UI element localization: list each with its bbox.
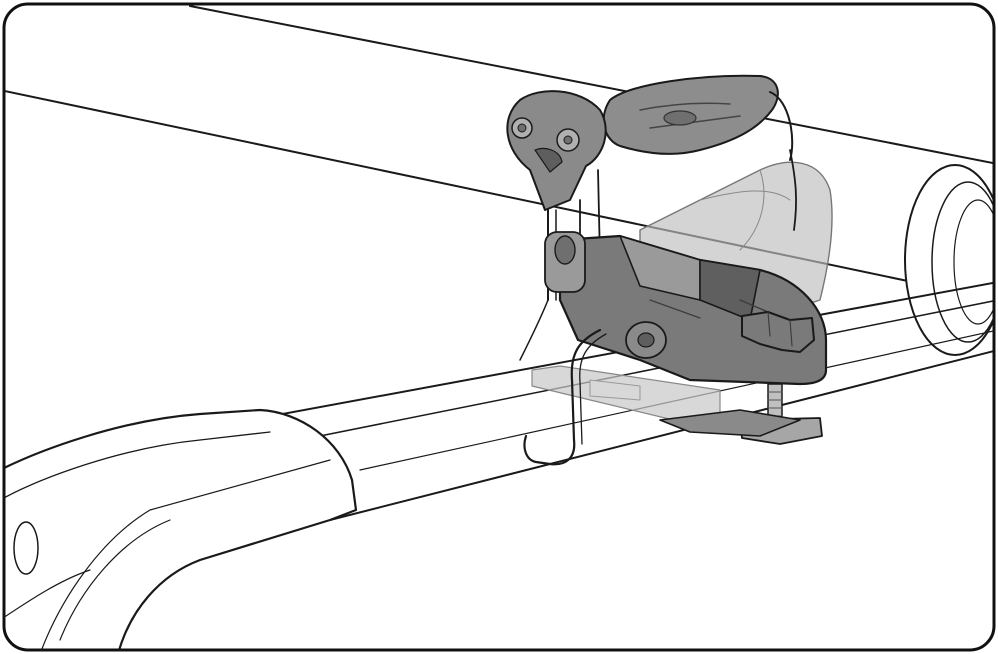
star-knob xyxy=(741,311,815,353)
under-bar-claw xyxy=(659,409,801,437)
crossbar-end-cap xyxy=(904,164,994,356)
roof-rail-foot xyxy=(4,408,358,650)
carrier-handle xyxy=(602,74,794,161)
lever-arm xyxy=(506,90,607,211)
strap-wire xyxy=(519,299,607,466)
clamp-body xyxy=(544,231,828,386)
rear-crossbar xyxy=(4,5,994,301)
side-knob xyxy=(625,321,667,359)
